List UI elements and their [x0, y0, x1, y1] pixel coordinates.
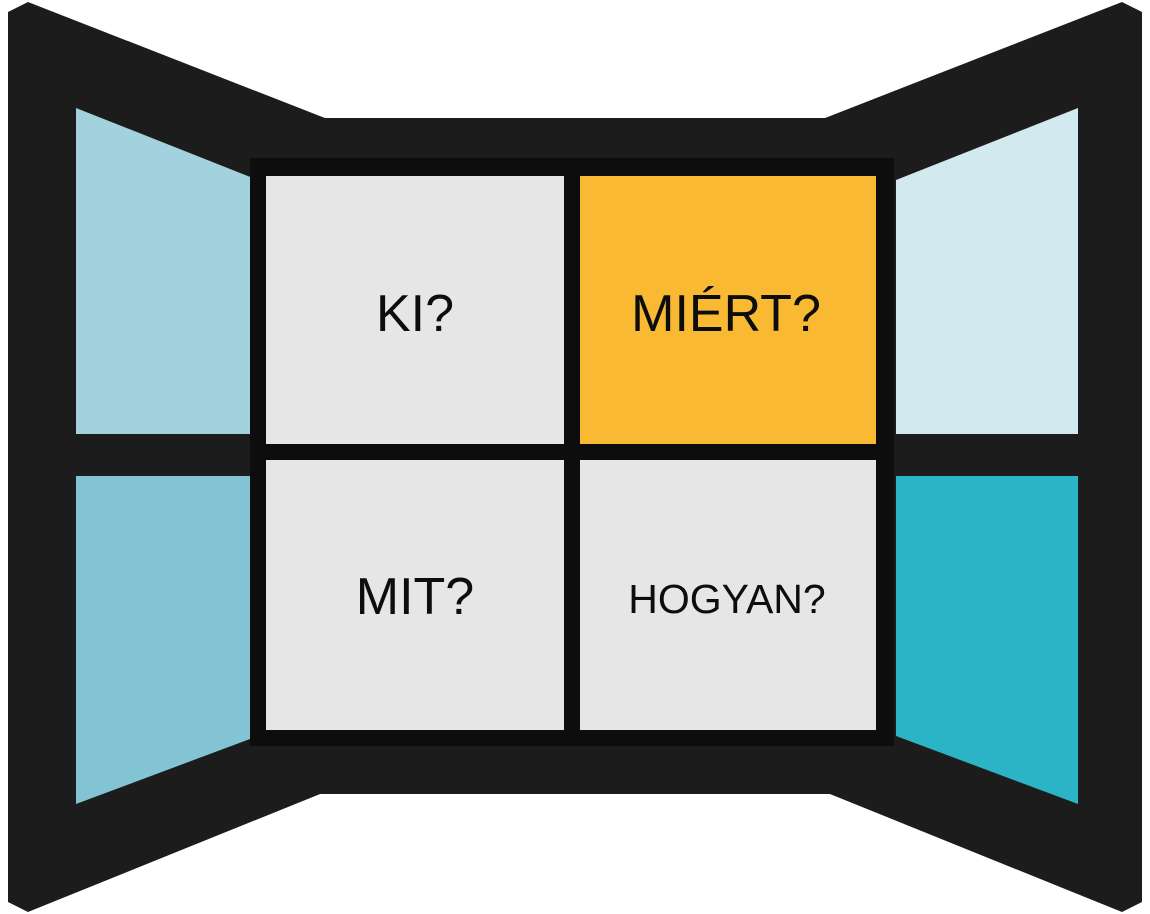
cell-bottom-left-label: MIT?: [356, 568, 474, 626]
cell-top-right: MIÉRT?: [580, 176, 876, 444]
cell-top-left-label: KI?: [376, 285, 454, 343]
cell-bottom-right: HOGYAN?: [580, 460, 876, 730]
cell-top-left: KI?: [266, 176, 564, 444]
cell-top-right-label: MIÉRT?: [631, 285, 821, 343]
question-grid: KI? MIÉRT? MIT? HOGYAN?: [250, 158, 894, 746]
cell-bottom-right-label: HOGYAN?: [628, 576, 825, 622]
cell-bottom-left: MIT?: [266, 460, 564, 730]
